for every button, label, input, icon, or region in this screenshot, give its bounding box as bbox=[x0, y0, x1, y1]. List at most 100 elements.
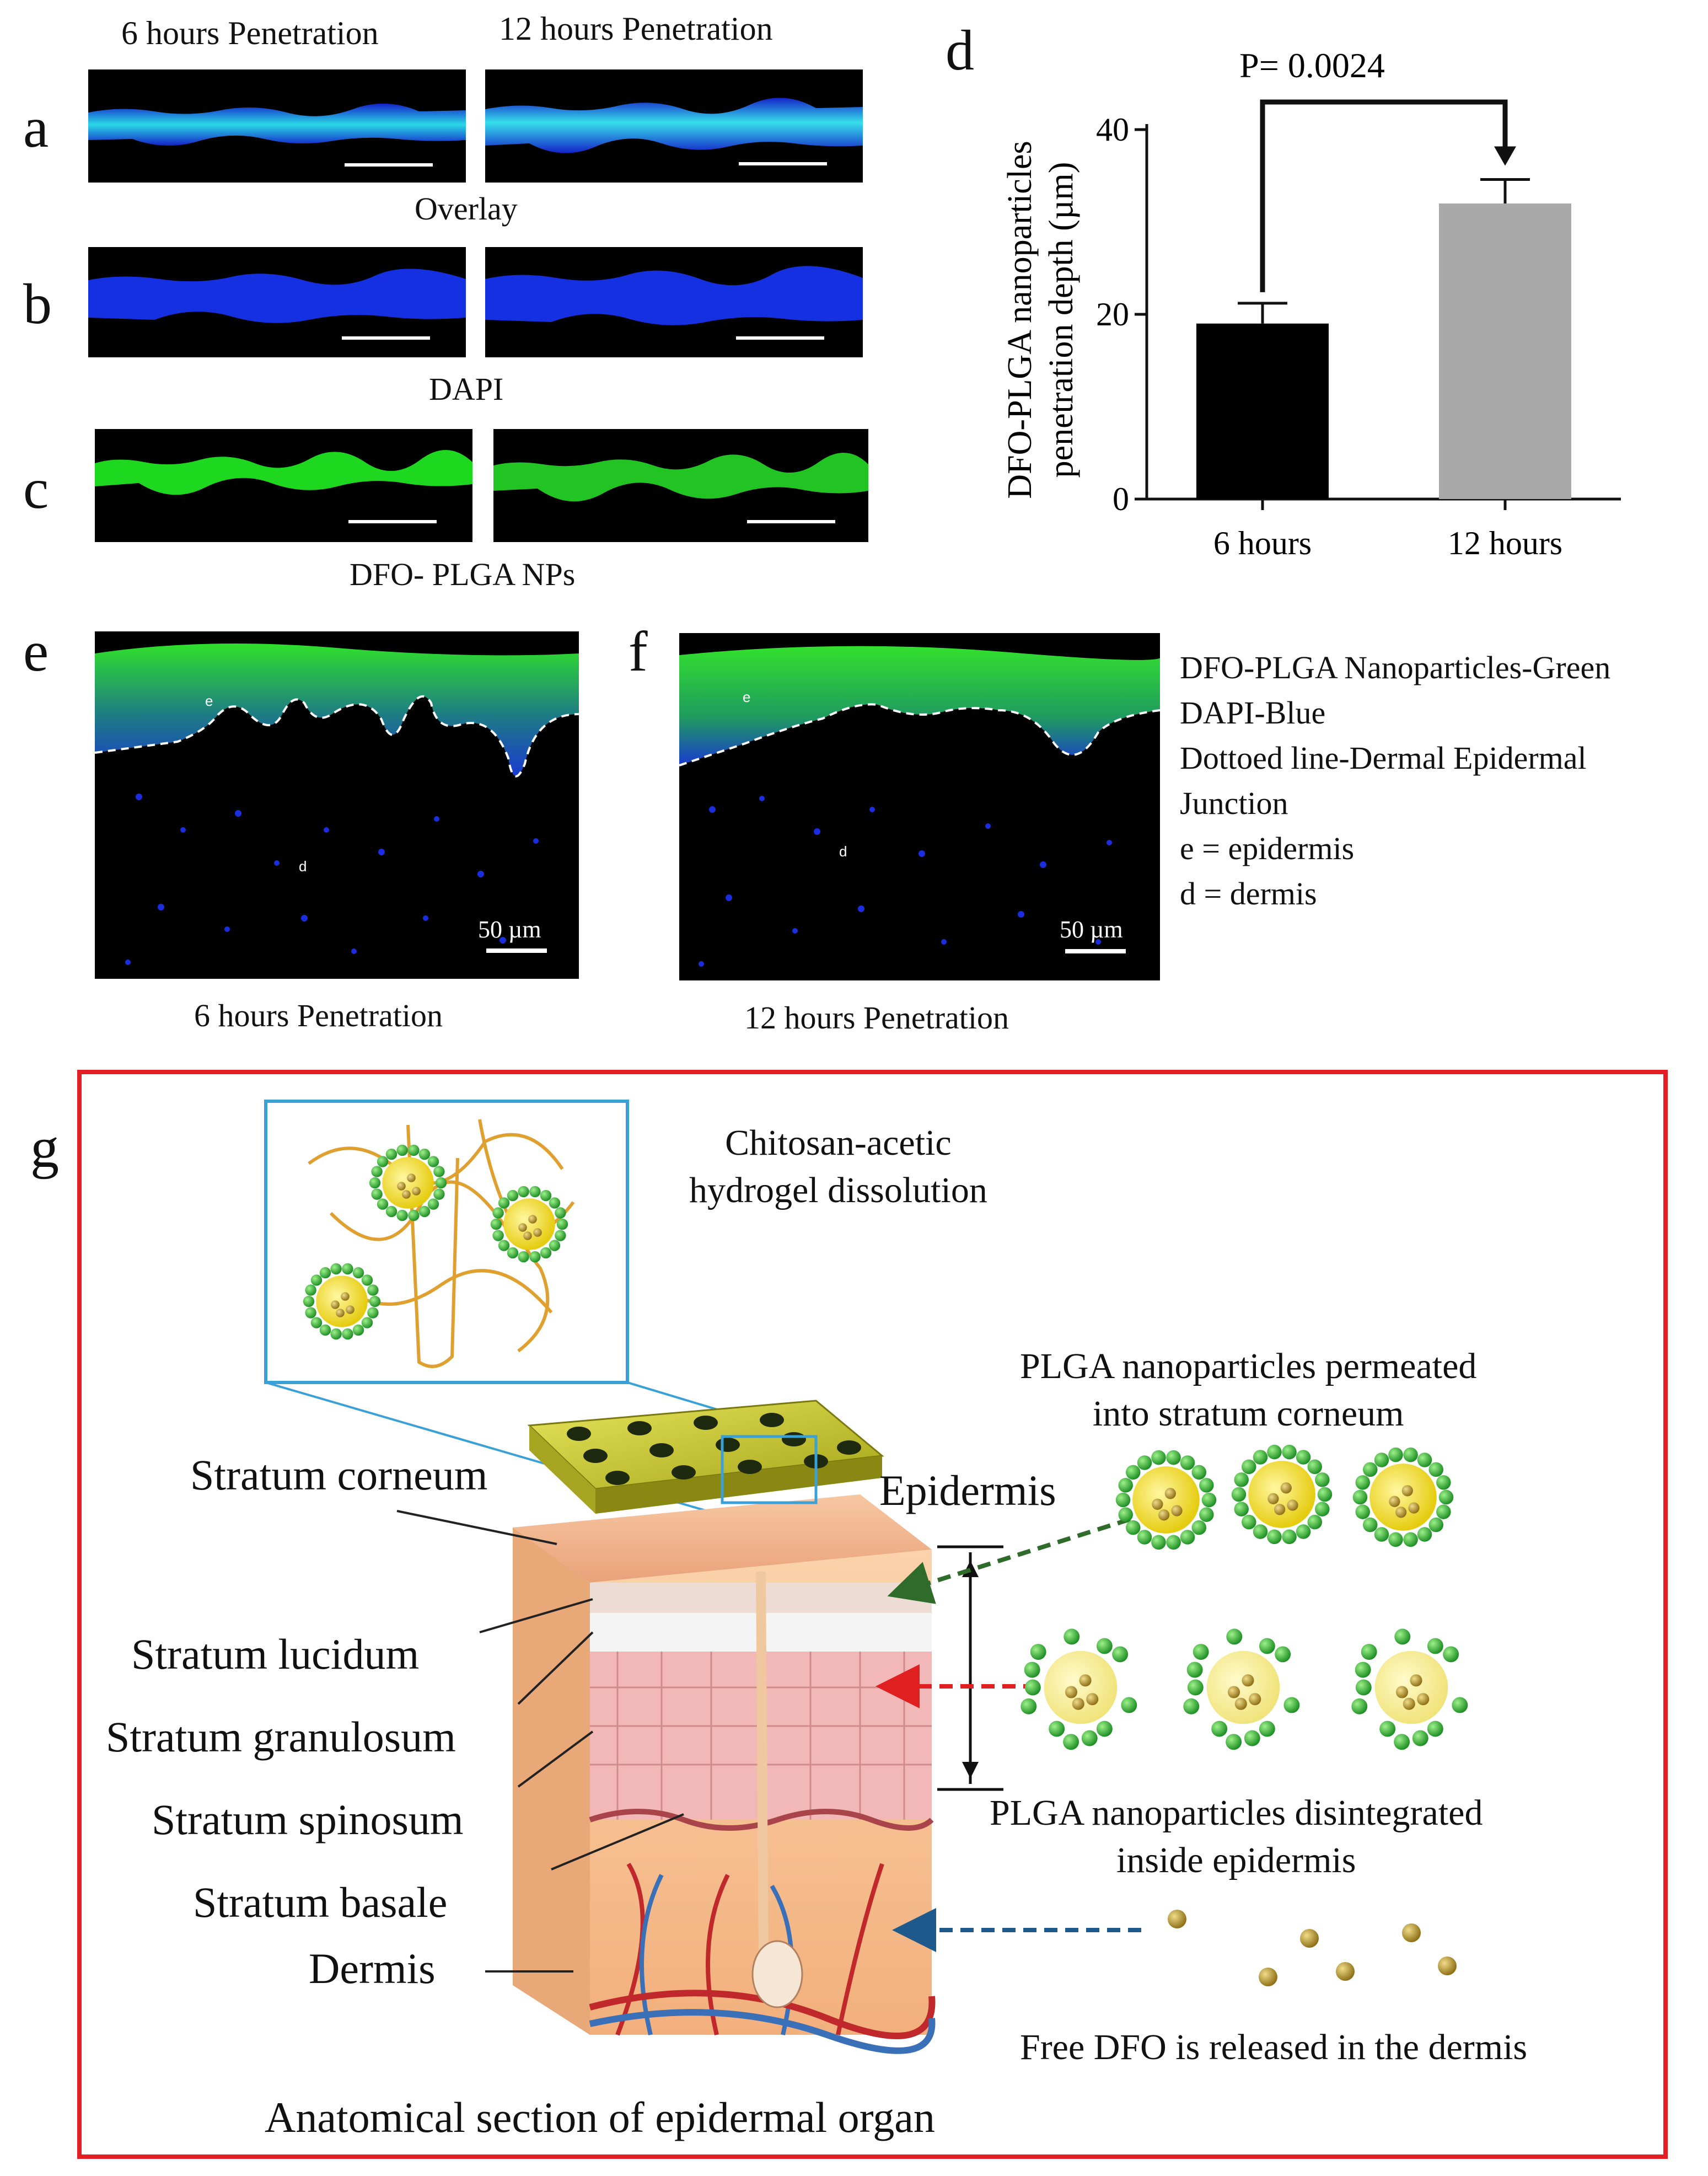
shell-bead bbox=[352, 1324, 364, 1336]
shell-bead bbox=[1267, 1444, 1282, 1460]
panel-g-letter: g bbox=[30, 1116, 59, 1180]
col-title-12h: 12 hours Penetration bbox=[499, 10, 773, 47]
free-dfo-1 bbox=[1300, 1929, 1319, 1948]
shell-bead bbox=[1226, 1734, 1242, 1750]
drug-bead bbox=[1158, 1509, 1170, 1521]
shell-bead bbox=[1275, 1646, 1291, 1663]
shell-bead bbox=[1259, 1638, 1275, 1654]
shell-bead bbox=[490, 1218, 502, 1230]
patch-dot-5 bbox=[649, 1443, 674, 1457]
shell-bead bbox=[1379, 1721, 1396, 1737]
shell-bead bbox=[1151, 1450, 1166, 1465]
shell-bead bbox=[1191, 1520, 1207, 1535]
shell-bead bbox=[352, 1267, 364, 1279]
section-6h-image: e d 50 µm bbox=[95, 631, 579, 979]
shell-bead bbox=[1096, 1638, 1113, 1654]
shell-bead bbox=[1020, 1698, 1037, 1714]
section-12h-caption: 12 hours Penetration bbox=[744, 1000, 1009, 1036]
np-core bbox=[1248, 1461, 1315, 1528]
bar-1 bbox=[1439, 203, 1571, 499]
shell-bead bbox=[310, 1317, 323, 1328]
np-core bbox=[503, 1198, 555, 1250]
shell-bead bbox=[1231, 1487, 1247, 1502]
scale-label-6h: 50 µm bbox=[478, 916, 541, 943]
shell-bead bbox=[1307, 1459, 1323, 1475]
shell-bead bbox=[408, 1144, 420, 1156]
shell-bead bbox=[1259, 1721, 1275, 1737]
shell-bead bbox=[1211, 1721, 1228, 1737]
shell-bead bbox=[1137, 1530, 1152, 1545]
np-6h-image bbox=[95, 429, 472, 542]
shell-bead bbox=[1063, 1734, 1079, 1750]
drug-bead bbox=[1164, 1488, 1176, 1499]
free-dfo-2 bbox=[1259, 1968, 1277, 1986]
patch-dot-0 bbox=[567, 1427, 591, 1441]
shell-bead bbox=[330, 1263, 342, 1275]
shell-bead bbox=[305, 1284, 316, 1296]
section-12h-image: e d 50 µm bbox=[679, 633, 1160, 980]
shell-bead bbox=[371, 1188, 383, 1200]
np-core bbox=[1044, 1650, 1118, 1724]
shell-bead bbox=[396, 1209, 408, 1221]
shell-bead bbox=[555, 1207, 566, 1219]
zoom-np-1 bbox=[369, 1144, 447, 1221]
shell-bead bbox=[369, 1295, 381, 1307]
epidermis-mark-6h: e bbox=[205, 693, 213, 709]
layer-stratum-granulosum: Stratum granulosum bbox=[106, 1713, 456, 1761]
shell-bead bbox=[1193, 1644, 1209, 1660]
shell-bead bbox=[1436, 1504, 1451, 1519]
bar-0 bbox=[1196, 323, 1329, 499]
drug-bead bbox=[1234, 1697, 1247, 1710]
layer-dermis: Dermis bbox=[309, 1944, 436, 1992]
shell-bead bbox=[1166, 1450, 1181, 1465]
free-dfo-label: Free DFO is released in the dermis bbox=[1020, 2027, 1528, 2067]
overlay-12h-image bbox=[485, 69, 863, 183]
shell-bead bbox=[1403, 1532, 1418, 1547]
shell-bead bbox=[549, 1240, 561, 1251]
shell-bead bbox=[1049, 1721, 1065, 1737]
zoom-np-2 bbox=[490, 1186, 568, 1263]
patch-dot-10 bbox=[738, 1460, 762, 1474]
y-tick-label: 40 bbox=[1096, 111, 1129, 148]
shell-bead bbox=[319, 1267, 331, 1279]
drug-bead bbox=[1274, 1504, 1286, 1515]
shell-bead bbox=[1315, 1502, 1330, 1516]
shell-bead bbox=[1361, 1644, 1377, 1660]
drug-bead bbox=[346, 1305, 355, 1314]
shell-bead bbox=[529, 1186, 541, 1198]
shell-bead bbox=[1296, 1450, 1311, 1465]
shell-bead bbox=[529, 1251, 541, 1263]
shell-bead bbox=[1118, 1507, 1133, 1522]
shell-bead bbox=[540, 1189, 552, 1202]
shell-bead bbox=[371, 1166, 383, 1177]
free-dfo-5 bbox=[1438, 1957, 1457, 1975]
shell-bead bbox=[1374, 1453, 1389, 1467]
np-12h-image bbox=[493, 429, 868, 542]
shell-bead bbox=[1355, 1475, 1370, 1490]
shell-bead bbox=[1403, 1447, 1418, 1462]
panel-e-letter: e bbox=[23, 620, 49, 683]
free-dfo-4 bbox=[1402, 1923, 1421, 1942]
drug-bead bbox=[397, 1182, 406, 1191]
shell-bead bbox=[1241, 1459, 1256, 1475]
shell-bead bbox=[1417, 1527, 1432, 1542]
shell-bead bbox=[1428, 1462, 1444, 1477]
shell-bead bbox=[1244, 1730, 1260, 1746]
legend: DFO-PLGA Nanoparticles-Green DAPI-Blue D… bbox=[1180, 645, 1610, 917]
shell-bead bbox=[1394, 1734, 1410, 1750]
legend-line-1: DFO-PLGA Nanoparticles-Green bbox=[1180, 650, 1611, 685]
shell-bead bbox=[418, 1205, 431, 1218]
x-tick-label: 12 hours bbox=[1448, 525, 1562, 561]
shell-bead bbox=[408, 1209, 420, 1221]
shell-bead bbox=[303, 1295, 315, 1307]
legend-line-6: d = dermis bbox=[1180, 876, 1317, 912]
np-caption: DFO- PLGA NPs bbox=[350, 556, 576, 592]
shell-bead bbox=[1443, 1646, 1459, 1663]
shell-bead bbox=[1282, 1529, 1297, 1545]
np-core bbox=[316, 1275, 368, 1327]
shell-bead bbox=[1024, 1679, 1041, 1696]
shell-bead bbox=[518, 1251, 529, 1263]
shell-bead bbox=[1024, 1662, 1040, 1678]
